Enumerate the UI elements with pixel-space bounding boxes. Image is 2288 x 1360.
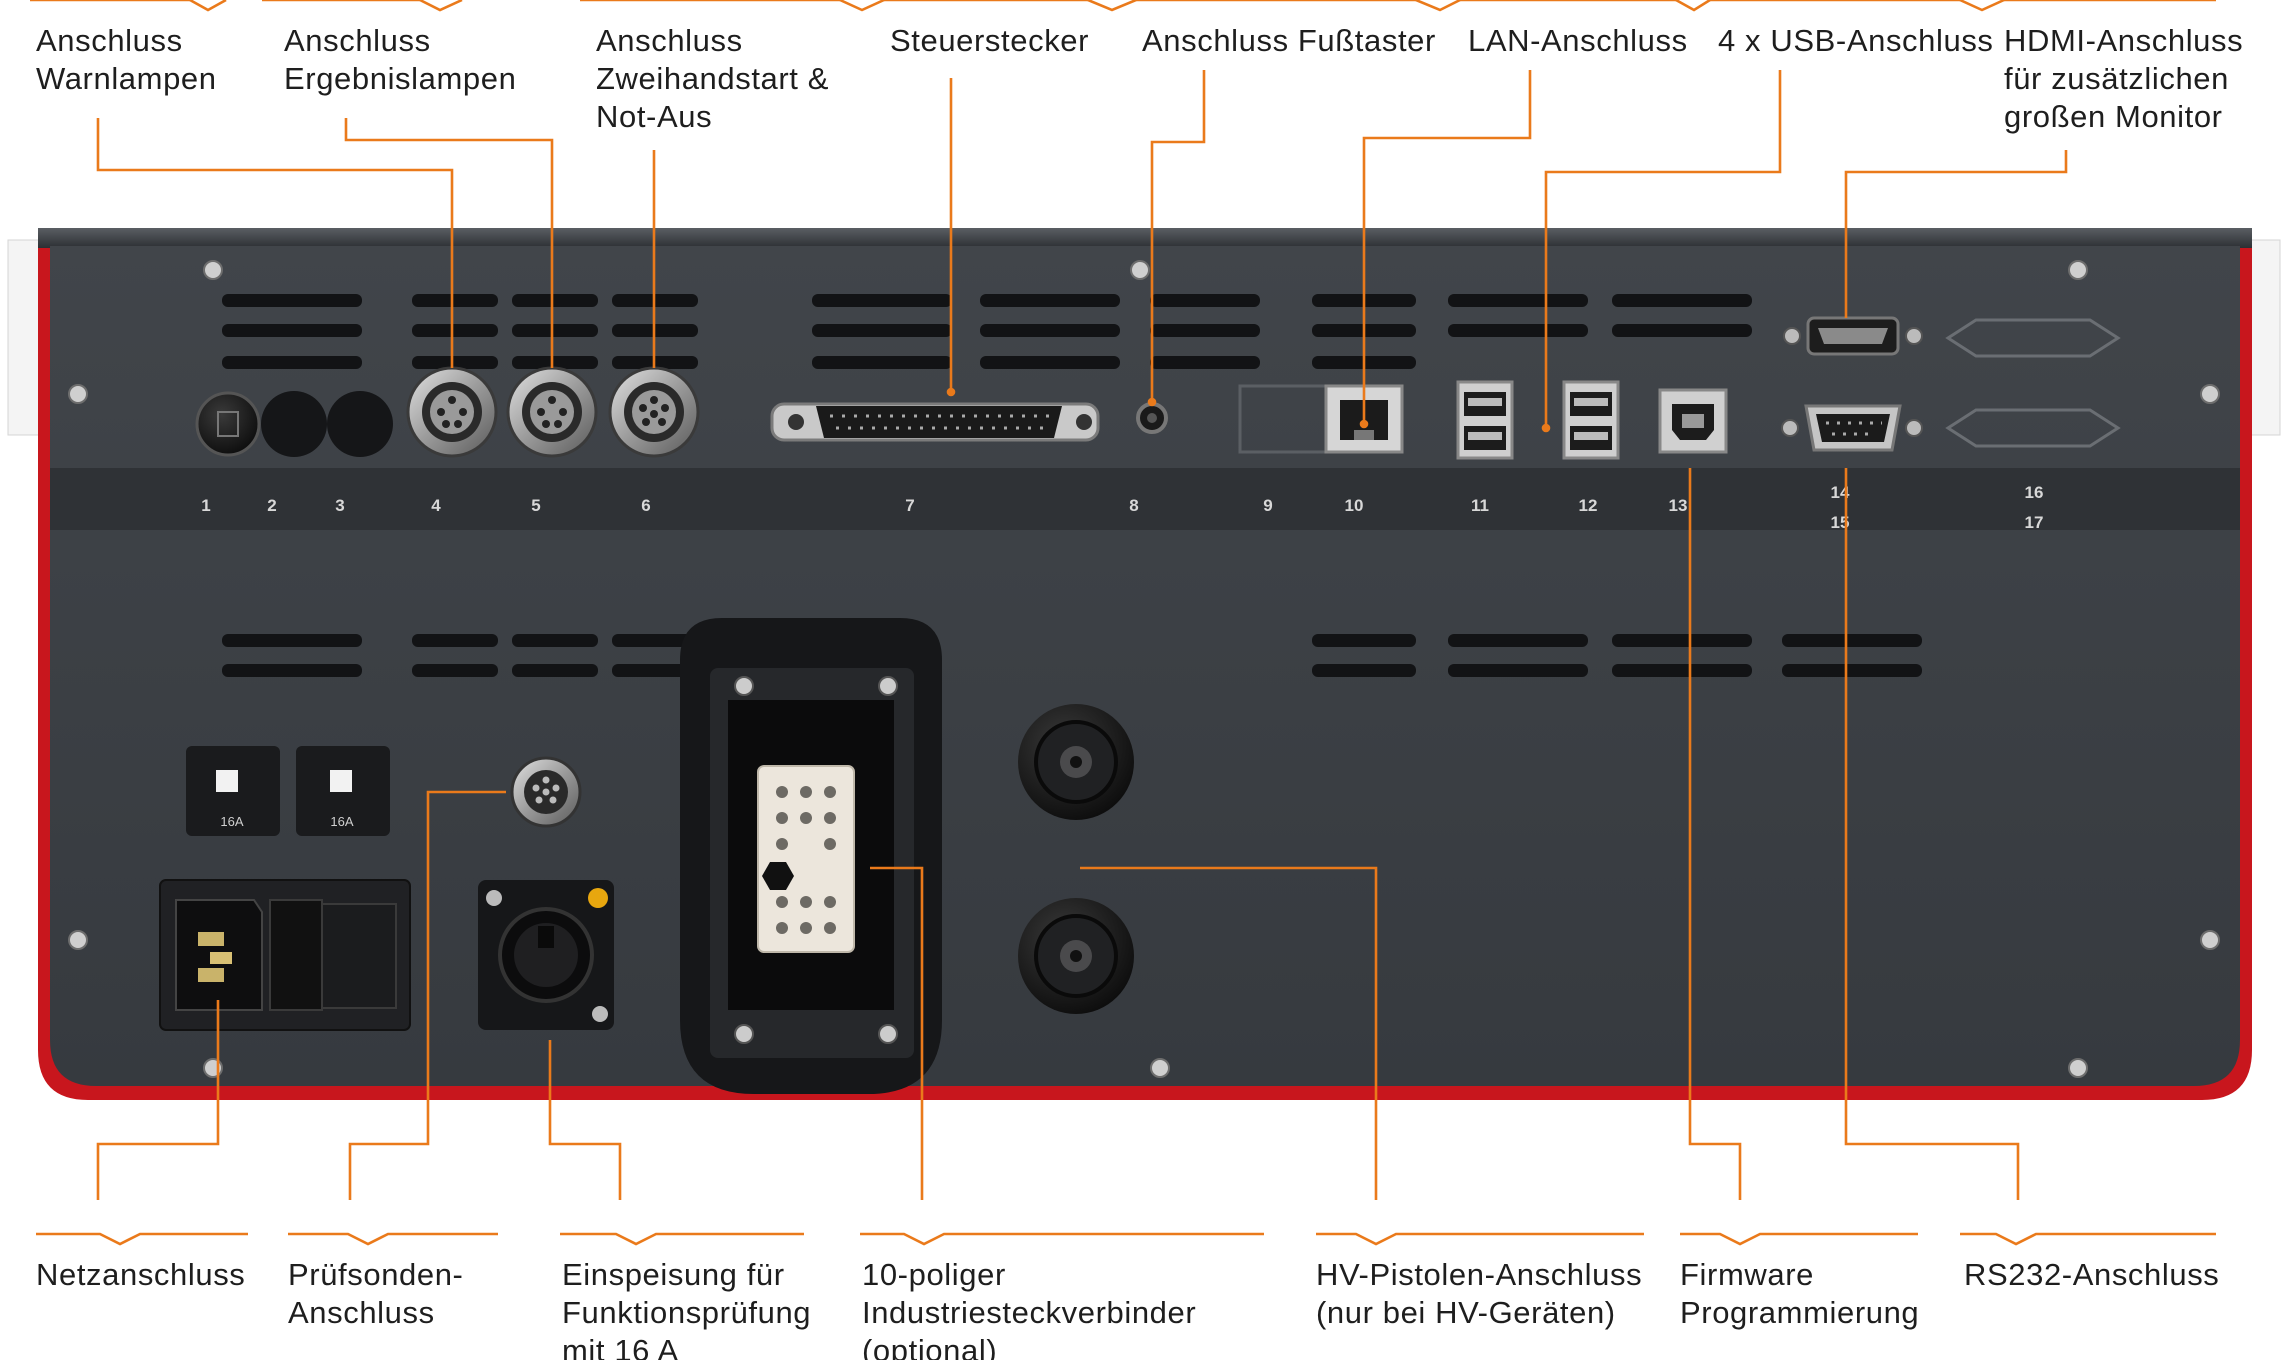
port-12-usb-double <box>1562 380 1620 460</box>
mains-power-inlet <box>159 879 411 1031</box>
label-netzanschluss: Netzanschluss <box>36 1257 246 1292</box>
port-11-usb-double <box>1456 380 1514 460</box>
label-fusstaster: Anschluss Fußtaster <box>1142 23 1436 58</box>
port-14-hdmi <box>1783 316 1923 356</box>
industrial-connector-10-pin <box>680 618 942 1094</box>
port-number-9: 9 <box>1263 496 1272 515</box>
port-number-12: 12 <box>1579 496 1598 515</box>
port-number-7: 7 <box>905 496 914 515</box>
port-4-circular-connector <box>406 366 498 458</box>
port-1-fuse-holder <box>195 391 261 457</box>
port-number-8: 8 <box>1129 496 1138 515</box>
port-2-blank <box>261 391 327 457</box>
port-number-6: 6 <box>641 496 650 515</box>
port-3-blank <box>327 391 393 457</box>
port-13-usb-b <box>1658 388 1728 454</box>
label-steuerstecker: Steuerstecker <box>890 23 1090 58</box>
port-8-jack <box>1136 402 1168 434</box>
port-number-1: 1 <box>201 496 210 515</box>
label-pruefsonden: Prüfsonden-Anschluss <box>288 1257 464 1330</box>
port-number-16: 16 <box>2025 483 2044 502</box>
hv-pistol-connector-lower <box>1018 898 1134 1014</box>
port-number-5: 5 <box>531 496 540 515</box>
label-usb: 4 x USB-Anschluss <box>1718 23 1994 58</box>
port-5-circular-connector <box>506 366 598 458</box>
port-number-4: 4 <box>431 496 441 515</box>
port-7-dsub-connector <box>770 402 1100 442</box>
port-6-circular-connector <box>608 366 700 458</box>
orange-leader-lines <box>30 0 2216 1246</box>
label-rs232: RS232-Anschluss <box>1964 1257 2220 1292</box>
gray-rear-panel <box>50 246 2240 1086</box>
feed-socket-16a <box>478 880 614 1030</box>
port-number-17: 17 <box>2025 513 2044 532</box>
port-number-11: 11 <box>1471 496 1489 515</box>
port-number-10: 10 <box>1345 496 1364 515</box>
top-lid-edge <box>38 228 2252 248</box>
label-lan: LAN-Anschluss <box>1468 23 1688 58</box>
vent-slots-lower <box>222 634 1922 677</box>
label-hv-pistolen: HV-Pistolen-Anschluss(nur bei HV-Geräten… <box>1316 1257 1643 1330</box>
port-number-labels: 1 2 3 4 5 6 7 8 9 10 11 12 13 14 15 16 1… <box>201 483 2043 532</box>
hv-pistol-connector-upper <box>1018 704 1134 820</box>
port-number-13: 13 <box>1669 496 1688 515</box>
fuse-rating-label: 16A <box>220 814 243 829</box>
fuse-switch-1: 16A <box>186 746 280 836</box>
fuse-rating-label: 16A <box>330 814 353 829</box>
fuse-switch-2: 16A <box>296 746 390 836</box>
right-lid-tab <box>2249 239 2281 436</box>
port-17-blank-cutout <box>1945 408 2121 448</box>
number-strip <box>50 468 2240 530</box>
port-number-3: 3 <box>335 496 344 515</box>
port-16-blank-cutout <box>1945 318 2121 358</box>
port-number-2: 2 <box>267 496 276 515</box>
probe-connector <box>510 756 582 828</box>
port-15-rs232 <box>1781 404 1923 452</box>
